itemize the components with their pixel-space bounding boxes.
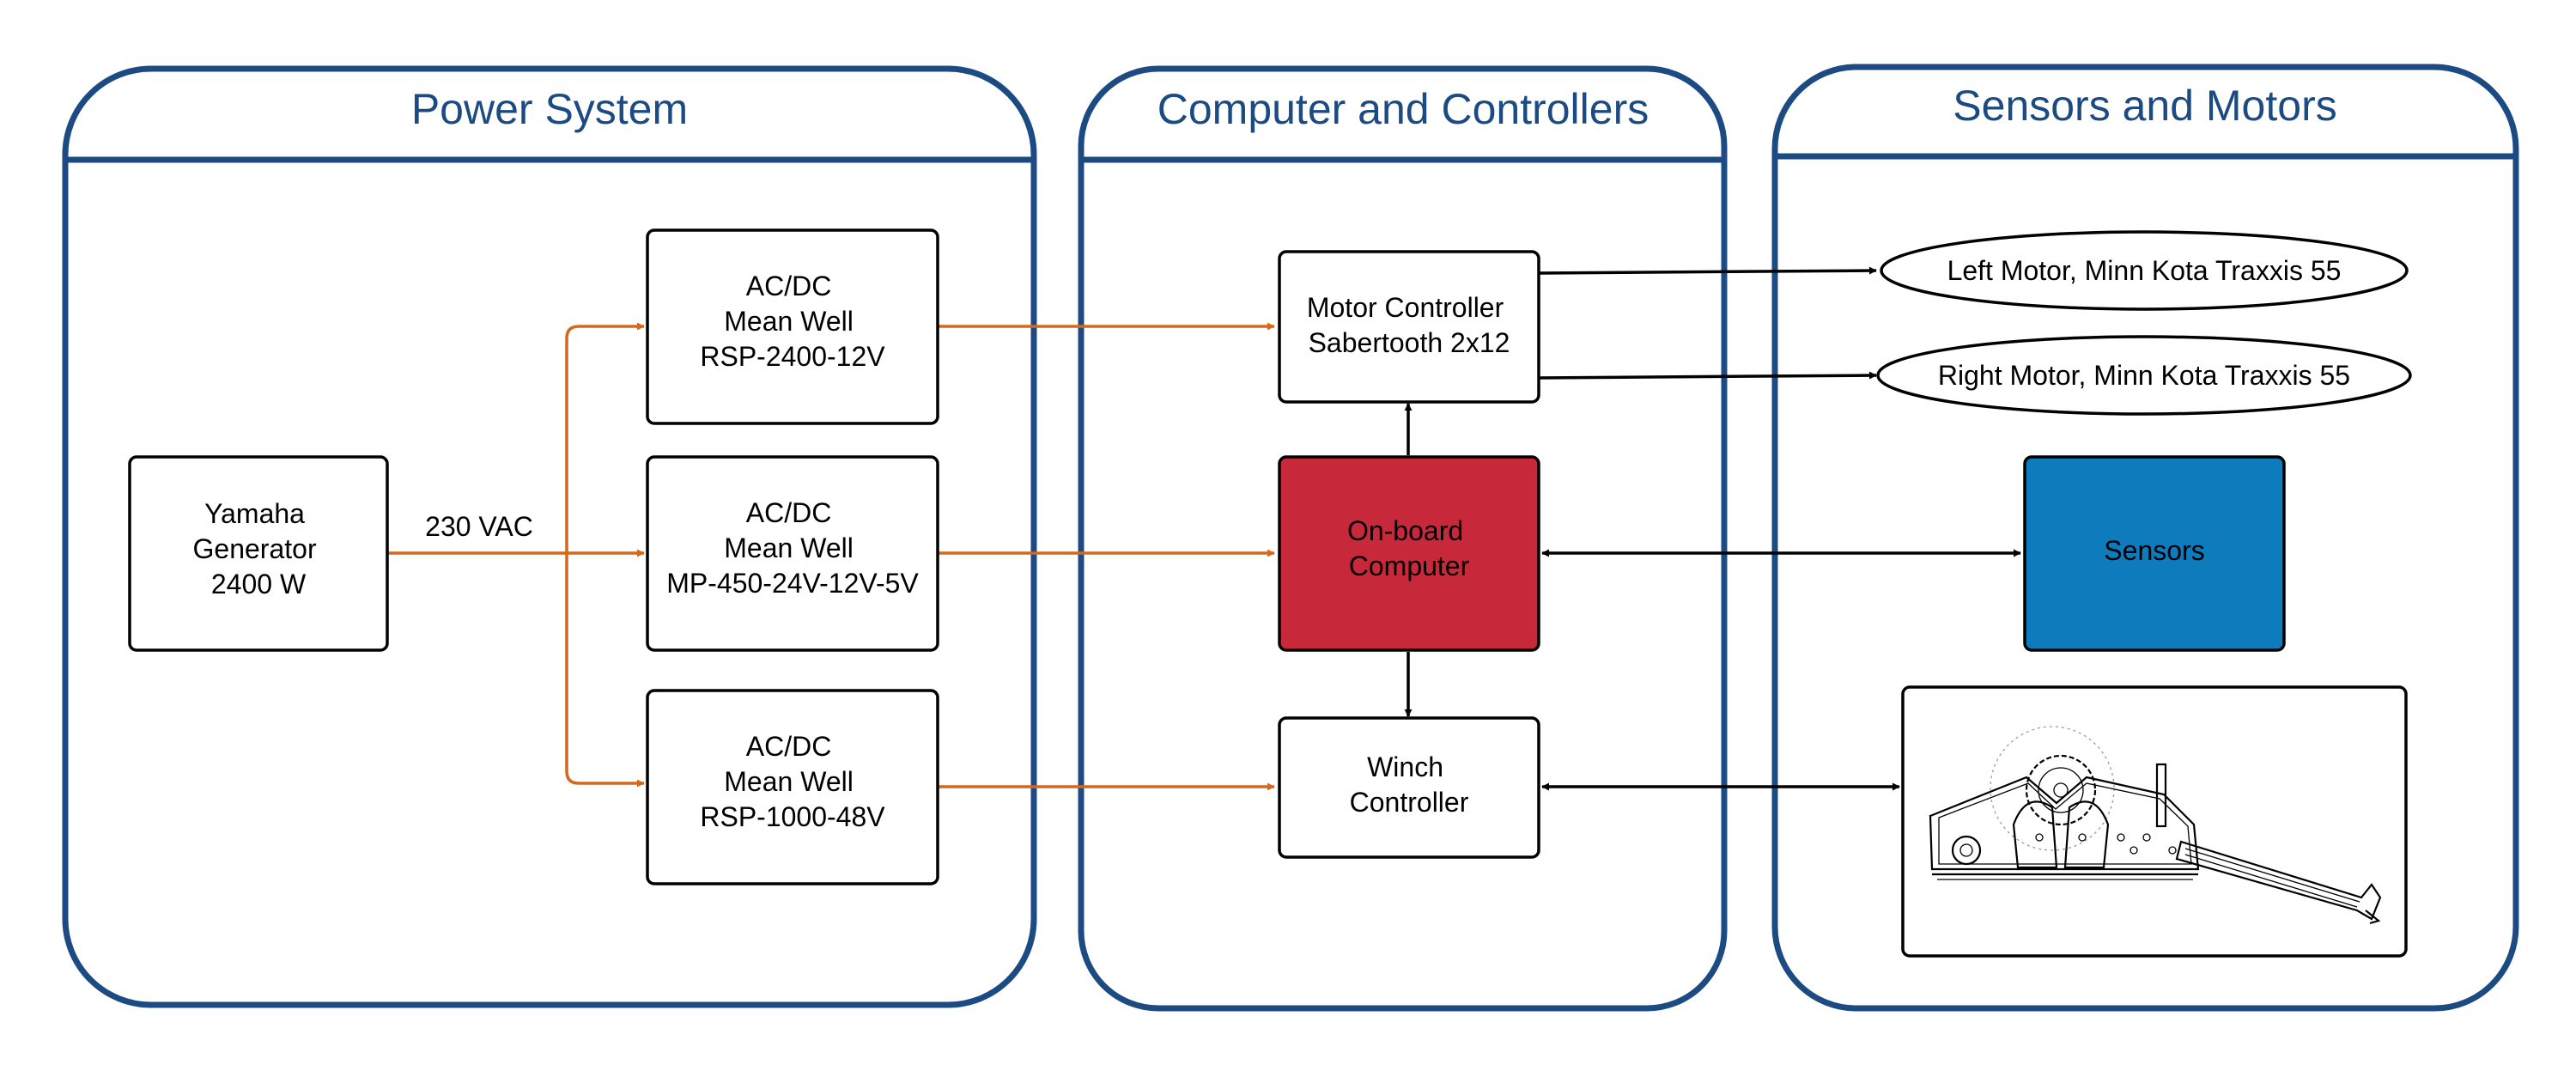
svg-text:Yamaha Generator 2: Yamaha Generator 2400 W	[193, 498, 325, 599]
panel-title-sensors-motors: Sensors and Motors	[1953, 82, 2336, 130]
psu-48v-line-2: Mean Well	[724, 766, 854, 797]
right-motor-label: Right Motor, Minn Kota Traxxis 55	[1938, 360, 2350, 391]
psu-48v-line-3: RSP-1000-48V	[700, 801, 885, 832]
node-motor-controller: Motor Controller Sabertooth 2x12	[1278, 250, 1540, 404]
psu-multi-line-1: AC/DC	[746, 497, 832, 528]
power-wires: 230 VAC	[387, 322, 1275, 791]
node-winch-image	[1901, 685, 2408, 958]
node-winch-controller: Winch Controller	[1278, 716, 1540, 859]
wire-motor-controller-to-left-motor	[1539, 266, 1877, 275]
winch-controller-line-2: Controller	[1350, 787, 1469, 818]
node-right-motor: Right Motor, Minn Kota Traxxis 55	[1876, 335, 2412, 416]
computer-line-2: Computer	[1349, 551, 1470, 581]
panel-sensors-motors: Sensors and Motors	[1771, 64, 2519, 1012]
signal-wires	[1404, 266, 2021, 791]
svg-text:AC/DC Mean Well MP: AC/DC Mean Well MP-450-24V-12V-5V	[666, 497, 919, 599]
generator-line-3: 2400 W	[211, 569, 307, 599]
winch-controller-line-1: Winch	[1367, 752, 1443, 782]
node-generator: Yamaha Generator 2400 W	[128, 455, 389, 652]
psu-12v-line-1: AC/DC	[746, 271, 832, 301]
panel-computer-controllers: Computer and Controllers	[1078, 65, 1728, 1012]
motor-controller-line-2: Sabertooth 2x12	[1309, 327, 1510, 358]
psu-multi-line-2: Mean Well	[724, 532, 854, 563]
psu-12v-line-2: Mean Well	[724, 306, 854, 337]
edge-label-230vac: 230 VAC	[425, 511, 533, 542]
psu-12v-line-3: RSP-2400-12V	[700, 341, 885, 372]
panel-title-controllers: Computer and Controllers	[1157, 85, 1649, 133]
node-psu-48v: AC/DC Mean Well RSP-1000-48V	[646, 689, 939, 885]
node-onboard-computer: On-board Computer	[1278, 455, 1540, 652]
svg-text:AC/DC Mean Well RS: AC/DC Mean Well RSP-1000-48V	[700, 731, 885, 832]
wire-bus-vertical	[565, 325, 580, 785]
node-left-motor: Left Motor, Minn Kota Traxxis 55	[1880, 230, 2409, 311]
svg-text:Motor Controller Saberto: Motor Controller Sabertooth 2x12	[1307, 292, 1511, 358]
psu-48v-line-1: AC/DC	[746, 731, 832, 762]
svg-text:AC/DC Mean Well RS: AC/DC Mean Well RSP-2400-12V	[700, 271, 885, 372]
svg-text:Winch Controller: Winch Controller	[1350, 752, 1469, 818]
psu-multi-line-3: MP-450-24V-12V-5V	[666, 568, 919, 599]
svg-text:On-board Computer: On-board Computer	[1347, 515, 1471, 581]
panel-title-power: Power System	[411, 85, 688, 133]
generator-line-2: Generator	[193, 533, 317, 564]
wire-motor-controller-to-right-motor	[1539, 371, 1877, 380]
node-sensors: Sensors	[2023, 455, 2286, 652]
node-psu-12v: AC/DC Mean Well RSP-2400-12V	[646, 228, 939, 425]
motor-controller-line-1: Motor Controller	[1307, 292, 1504, 323]
winch-mechanism-icon	[1929, 726, 2382, 925]
sensors-label: Sensors	[2104, 535, 2204, 566]
node-psu-multi: AC/DC Mean Well MP-450-24V-12V-5V	[646, 455, 939, 652]
panel-power-system: Power System	[62, 65, 1037, 1008]
left-motor-label: Left Motor, Minn Kota Traxxis 55	[1947, 255, 2342, 286]
computer-line-1: On-board	[1347, 515, 1463, 546]
generator-line-1: Yamaha	[204, 498, 305, 529]
